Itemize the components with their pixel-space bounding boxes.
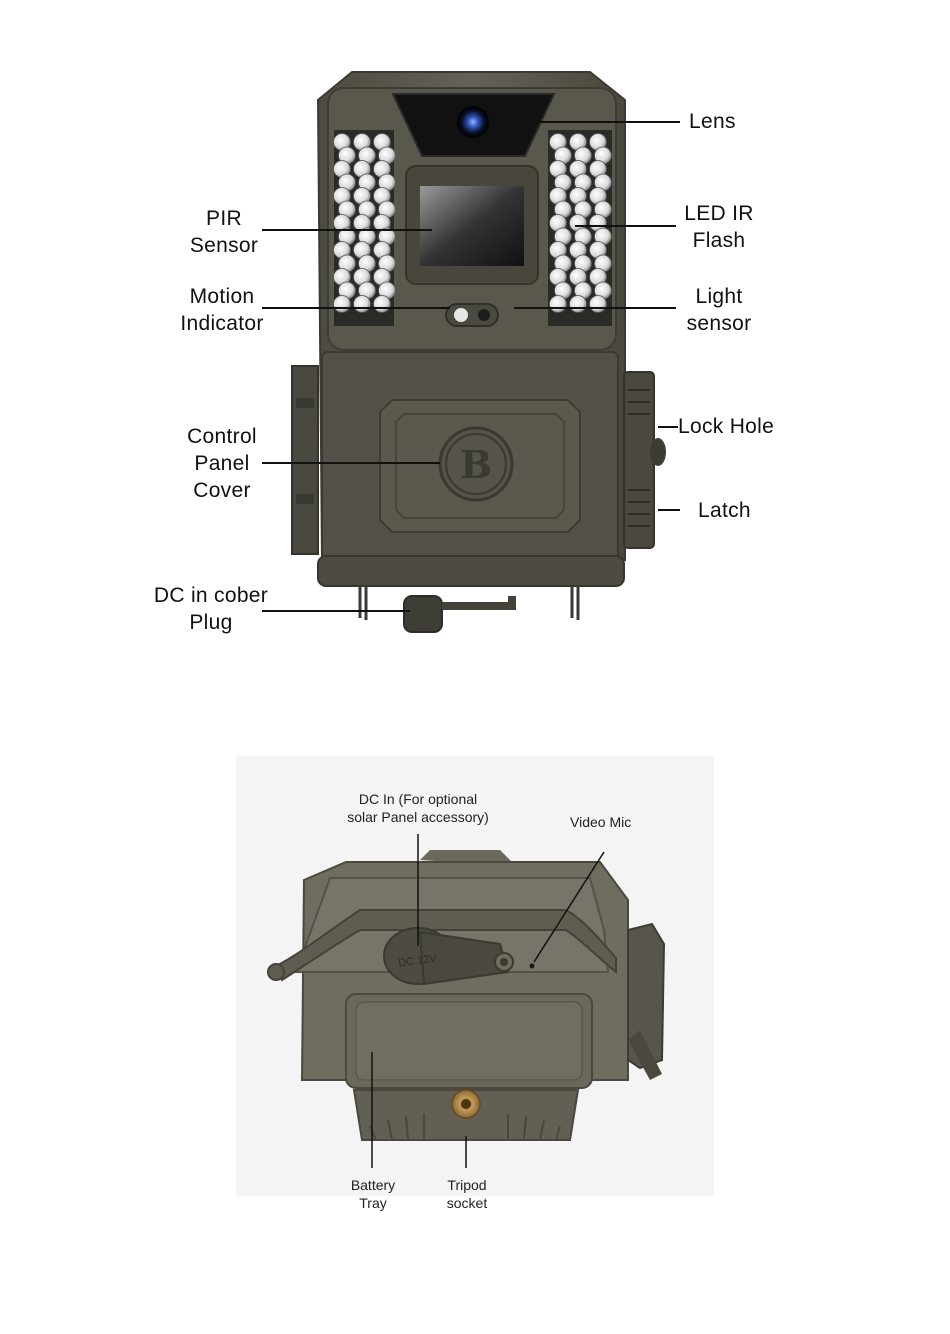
latch [624,372,654,548]
label-tripod-socket: Tripod socket [430,1176,504,1212]
video-mic-hole [530,964,535,969]
led-ir-bulb [334,296,351,313]
pir-sensor [420,186,524,266]
label-lock-hole: Lock Hole [678,413,774,440]
light-sensor-window [478,309,490,321]
label-dc-in: DC In (For optional solar Panel accessor… [316,790,520,826]
svg-text:B: B [460,442,492,487]
led-ir-bulb [590,296,607,313]
label-latch: Latch [698,497,751,524]
label-video-mic: Video Mic [570,813,631,831]
led-ir-bulb [570,296,587,313]
label-dc-in-cover-plug: DC in cober Plug [140,582,282,636]
label-battery-tray: Battery Tray [336,1176,410,1212]
motion-indicator-light [454,308,468,322]
led-ir-flash-left [334,130,396,326]
led-ir-bulb [374,296,391,313]
lock-hole [650,438,666,466]
label-motion-indicator: Motion Indicator [168,283,276,337]
label-light-sensor: Light sensor [672,283,766,337]
dc-in-cover-plug [404,596,442,632]
led-ir-flash-right [548,130,612,326]
led-ir-bulb [354,296,371,313]
led-ir-bulb [550,296,567,313]
camera-front: B [292,72,666,632]
label-lens: Lens [689,108,736,135]
label-control-panel-cover: Control Panel Cover [172,423,272,504]
lens [457,106,489,138]
indicator-housing [446,304,498,326]
label-pir-sensor: PIR Sensor [176,205,272,259]
label-led-ir-flash: LED IR Flash [670,200,768,254]
left-strap-hinge [292,366,318,554]
